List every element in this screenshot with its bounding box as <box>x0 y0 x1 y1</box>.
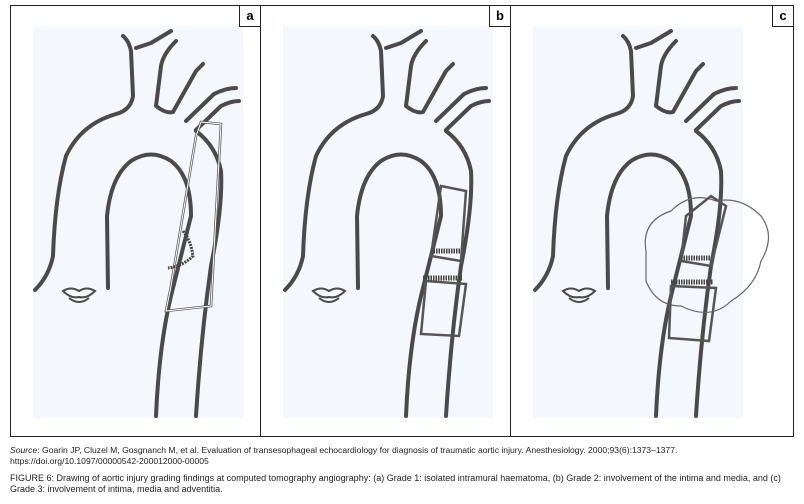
aorta-drawing-grade1 <box>33 26 243 418</box>
source-label: Source <box>10 445 38 455</box>
panel-b: b <box>260 6 510 436</box>
panel-label-a: a <box>239 6 260 27</box>
aorta-drawing-grade2 <box>283 26 493 418</box>
source-text: : Goarin JP, Cluzel M, Gosgnanch M, et a… <box>10 445 678 466</box>
panel-label-b: b <box>489 6 510 27</box>
panel-c: c <box>510 6 793 436</box>
caption-text: Drawing of aortic injury grading finding… <box>10 473 781 494</box>
source-citation: Source: Goarin JP, Cluzel M, Gosgnanch M… <box>10 445 794 467</box>
panel-a: a <box>11 6 260 436</box>
figure-label: FIGURE 6: <box>10 473 55 483</box>
figure-caption: FIGURE 6: Drawing of aortic injury gradi… <box>10 473 794 495</box>
aorta-drawing-grade3 <box>533 26 770 418</box>
panel-label-c: c <box>772 6 793 27</box>
figure-6: a b c <box>10 5 794 437</box>
